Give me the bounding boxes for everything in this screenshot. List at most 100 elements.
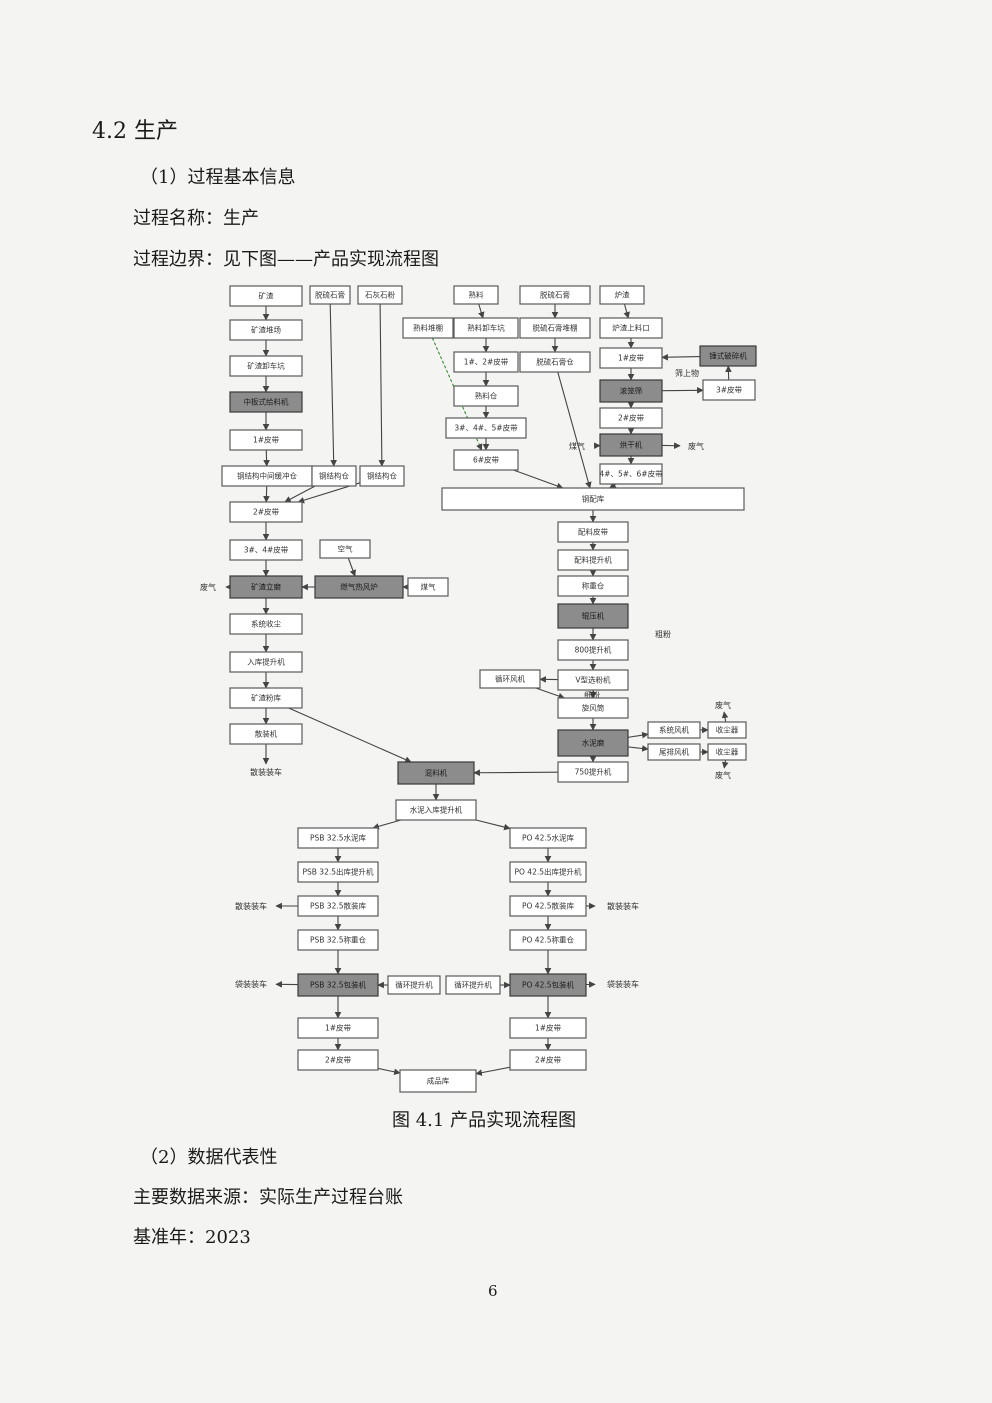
- flow-node-n12: 矿渣粉库: [229, 687, 303, 709]
- flow-node-label: 6#皮带: [473, 455, 500, 465]
- flow-node-n82: 循环提升机: [445, 975, 501, 995]
- flow-node-label: 1#皮带: [325, 1023, 352, 1033]
- flow-node-n8: 3#、4#皮带: [229, 539, 303, 561]
- flow-node-label: 1#皮带: [618, 353, 645, 363]
- flow-node-label: 矿渣堆场: [251, 325, 281, 335]
- subsection-heading-process-info: （1）过程基本信息: [140, 167, 296, 188]
- flow-arrow-n17-n7: [284, 485, 316, 503]
- flow-node-box: [309, 285, 351, 305]
- flow-node-label: 脱硫石膏仓: [536, 357, 574, 367]
- flow-node-label: 3#皮带: [716, 385, 743, 395]
- flow-node-label: 配料皮带: [578, 527, 608, 537]
- flow-node-n64: 混料机: [397, 761, 475, 785]
- flow-node-label: 煤气: [421, 582, 436, 592]
- flow-node-box: [453, 317, 519, 339]
- flow-arrow-n65-n66: [372, 819, 402, 830]
- flow-node-label: 废气: [715, 700, 731, 710]
- flow-node-box: [519, 285, 591, 305]
- flow-node-box: [399, 1069, 477, 1093]
- flow-node-label: 矿渣: [259, 291, 274, 301]
- flow-node-box: [297, 1017, 379, 1039]
- flow-node-n20: 燃气热风炉: [314, 575, 404, 599]
- flow-node-n47: 配料提升机: [557, 549, 629, 571]
- flow-node-n38: 3#皮带: [702, 379, 756, 401]
- flow-node-label: 散装装车: [250, 767, 282, 777]
- flow-node-label: PO 42.5水泥库: [522, 833, 575, 843]
- flow-node-label: 矿渣粉库: [251, 693, 281, 703]
- flow-node-label: 筛上物: [675, 368, 699, 378]
- flow-arrow-n15-n17: [329, 303, 337, 467]
- flow-node-label: 燃气热风炉: [340, 582, 378, 592]
- flow-node-label: 配料提升机: [574, 555, 612, 565]
- flow-node-n32: 脱硫石膏仓: [519, 351, 591, 373]
- flow-node-box: [509, 973, 587, 997]
- flow-node-n78: PO 42.5散装库: [509, 895, 587, 917]
- flow-node-box: [229, 501, 303, 523]
- flow-node-n60: 尾排风机: [647, 743, 701, 761]
- flow-node-box: [557, 669, 629, 691]
- flow-arrow-n12-n64: [288, 707, 412, 763]
- flow-node-box: [707, 743, 747, 761]
- flow-node-label: 水泥入库提升机: [410, 805, 463, 815]
- flow-node-box: [557, 697, 629, 719]
- flow-node-n49: 辊压机: [557, 603, 629, 629]
- flow-node-n24: 熟料: [453, 285, 499, 305]
- flow-node-n74: 1#皮带: [297, 1017, 379, 1039]
- flow-arrow-n33-n34: [623, 303, 630, 319]
- flow-arrow-n44-n45: [609, 481, 617, 489]
- flow-node-n36: 锤式破碎机: [699, 345, 757, 367]
- flow-node-box: [407, 577, 449, 597]
- flow-node-box: [509, 1049, 587, 1071]
- flow-node-box: [707, 721, 747, 739]
- flow-node-box: [445, 417, 527, 439]
- subsection-heading-data-representativeness: （2）数据代表性: [140, 1147, 278, 1168]
- flow-node-n48: 称重仓: [557, 575, 629, 597]
- flow-node-n34: 炉渣上料口: [599, 317, 663, 339]
- flow-node-box: [599, 347, 663, 369]
- flow-node-box: [509, 1017, 587, 1039]
- flow-node-box: [229, 613, 303, 635]
- flow-node-n52: 循环风机: [479, 669, 541, 689]
- flow-node-label: PO 42.5出库提升机: [514, 867, 582, 877]
- flow-arrow-n56-n60: [627, 745, 649, 752]
- flow-node-box: [647, 721, 701, 739]
- flow-node-box: [397, 761, 475, 785]
- flow-node-box: [359, 465, 405, 487]
- flow-node-box: [509, 895, 587, 917]
- flow-node-n46: 配料皮带: [557, 521, 629, 543]
- flow-node-n84: 1#皮带: [509, 1017, 587, 1039]
- flow-arrow-n63-n64: [473, 769, 559, 777]
- flow-node-label: 袋装装车: [607, 979, 639, 989]
- flow-node-n28: 3#、4#、5#皮带: [445, 417, 527, 439]
- flow-node-label: 2#皮带: [618, 413, 645, 423]
- flow-node-n39: 筛上物: [675, 368, 699, 378]
- flow-node-label: 800提升机: [575, 645, 612, 655]
- flow-node-label: 3#、4#皮带: [244, 545, 289, 555]
- flow-node-box: [453, 449, 519, 471]
- flow-node-n54: 细粉: [584, 690, 600, 700]
- flow-node-box: [599, 463, 663, 485]
- flow-node-box: [453, 385, 519, 407]
- flow-arrow-n61-n62: [721, 759, 729, 769]
- flow-node-box: [699, 345, 757, 367]
- flow-node-box: [311, 465, 357, 487]
- flow-node-label: 循环风机: [495, 674, 525, 684]
- flow-node-label: PO 42.5散装库: [522, 901, 575, 911]
- flow-node-n68: PSB 32.5散装库: [297, 895, 379, 917]
- flow-arrow-n65-n76: [475, 819, 511, 831]
- flow-node-label: 系统收尘: [251, 619, 281, 629]
- flow-node-n77: PO 42.5出库提升机: [509, 861, 587, 883]
- flow-node-label: 中板式给料机: [244, 397, 289, 407]
- flow-node-box: [229, 285, 303, 307]
- flow-node-n59: 废气: [715, 700, 731, 710]
- flow-node-label: 废气: [200, 582, 216, 592]
- flow-node-label: 水泥磨: [582, 738, 605, 748]
- flow-node-n29: 6#皮带: [453, 449, 519, 471]
- flow-node-box: [395, 799, 477, 821]
- flow-node-label: PO 42.5包装机: [522, 980, 575, 990]
- flow-node-box: [479, 669, 541, 689]
- flow-node-n62: 废气: [715, 770, 731, 780]
- flow-node-label: 石灰石粉: [365, 290, 395, 300]
- flow-node-n45: 钢配库: [441, 487, 745, 511]
- flow-node-n81: PO 42.5包装机: [509, 973, 587, 997]
